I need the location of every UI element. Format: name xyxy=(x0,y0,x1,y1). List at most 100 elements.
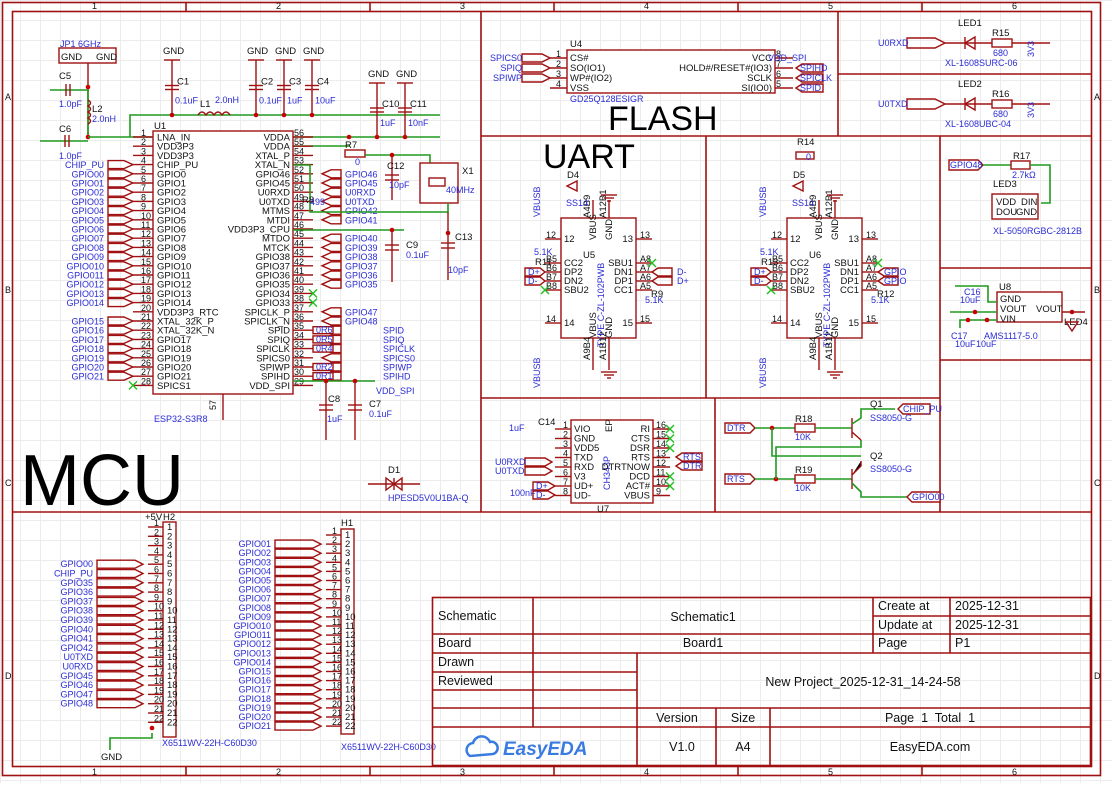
net-flag[interactable] xyxy=(794,63,824,73)
h1-body[interactable] xyxy=(340,528,355,735)
led3-body[interactable] xyxy=(991,193,1039,220)
auto-reset-circuit[interactable]: DTR RTS R18 10K R19 10K Q1 SS8050-G Q2 S… xyxy=(724,399,945,503)
net-flag[interactable] xyxy=(650,276,673,286)
net-flag[interactable] xyxy=(274,575,323,586)
net-flag[interactable] xyxy=(524,276,547,286)
net-flag[interactable] xyxy=(96,624,145,634)
gpio00-net-flag[interactable] xyxy=(906,491,941,503)
net-flag[interactable] xyxy=(107,196,135,207)
net-flag[interactable] xyxy=(107,205,135,216)
net-flag[interactable] xyxy=(107,288,135,299)
net-flag[interactable] xyxy=(320,187,342,197)
net-flag[interactable] xyxy=(107,178,135,188)
net-flag[interactable] xyxy=(107,169,135,179)
dtr-net-flag[interactable] xyxy=(724,422,756,434)
net-flag[interactable] xyxy=(274,630,323,640)
u8-ldo[interactable]: U8 GND VOUT VIN VOUT AMS1117-5.0 C16 10u… xyxy=(950,282,1088,349)
series-resistor-0R4[interactable]: 0R4 xyxy=(312,344,334,354)
net-flag[interactable] xyxy=(274,548,323,558)
chip-pu-net-flag[interactable] xyxy=(897,403,931,415)
net-flag[interactable] xyxy=(320,215,342,225)
usb-body[interactable] xyxy=(560,217,637,339)
net-flag[interactable] xyxy=(107,353,135,363)
net-flag[interactable] xyxy=(107,362,135,372)
net-flag[interactable] xyxy=(320,279,342,289)
net-flag[interactable] xyxy=(96,652,145,662)
net-flag[interactable] xyxy=(532,481,557,491)
net-flag[interactable] xyxy=(524,457,554,467)
net-flag[interactable] xyxy=(320,242,342,253)
net-flag[interactable] xyxy=(96,559,145,569)
net-flag[interactable] xyxy=(650,267,673,277)
net-flag[interactable] xyxy=(274,639,323,649)
net-flag[interactable] xyxy=(320,196,342,207)
series-resistor-0R5[interactable]: 0R5 xyxy=(312,334,334,344)
u1-body[interactable] xyxy=(152,130,294,395)
net-flag[interactable] xyxy=(107,325,135,335)
series-resistor-0R6[interactable]: 0R6 xyxy=(312,325,334,335)
net-flag[interactable] xyxy=(96,633,145,644)
net-flag[interactable] xyxy=(96,615,145,625)
net-flag[interactable] xyxy=(274,594,323,604)
net-flag[interactable] xyxy=(96,587,145,597)
r14[interactable] xyxy=(795,151,815,160)
net-flag[interactable] xyxy=(320,169,342,179)
net-flag[interactable] xyxy=(107,242,135,253)
net-flag[interactable] xyxy=(524,267,547,277)
net-flag[interactable] xyxy=(274,557,323,567)
gpio48-net-flag[interactable] xyxy=(948,159,984,171)
d1-esd[interactable]: D1 HPESD5V0U1BA-Q xyxy=(368,465,469,503)
net-flag[interactable] xyxy=(96,689,145,700)
net-flag[interactable] xyxy=(96,596,145,607)
